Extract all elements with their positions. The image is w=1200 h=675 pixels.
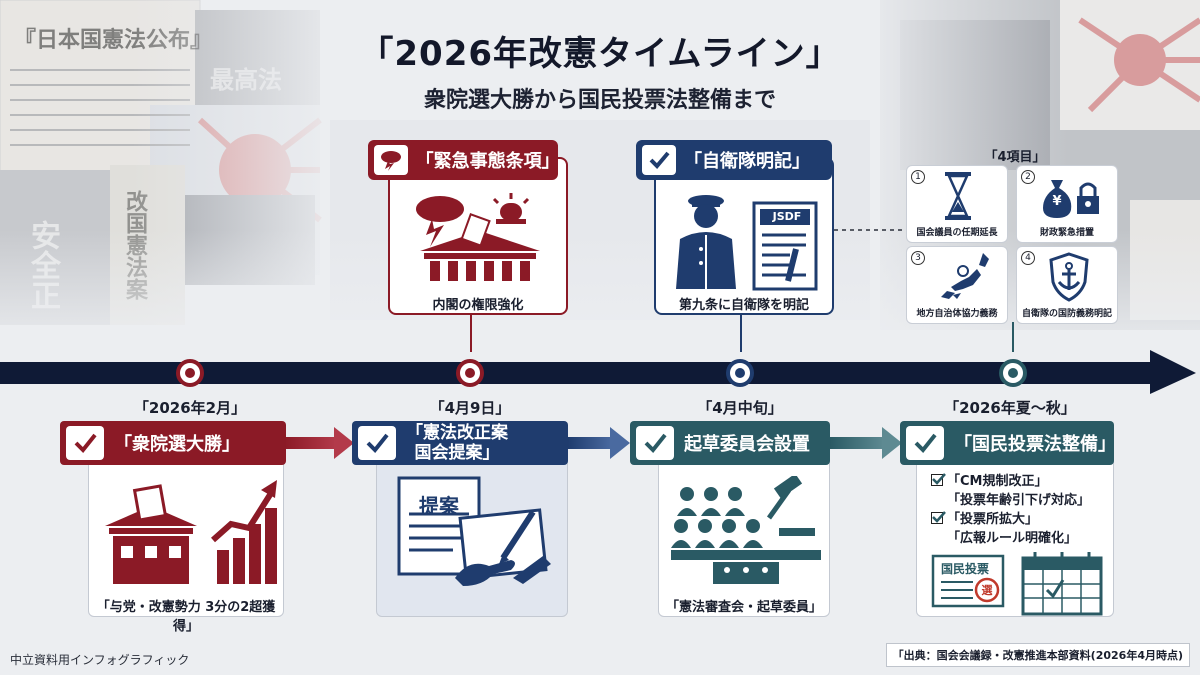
bg-poster-text: 安全正 (25, 220, 60, 310)
four-item-4: 4 自衛隊の国防義務明記 (1016, 246, 1118, 324)
four-item-3-number: 3 (911, 251, 925, 265)
moneybag-lock-icon (1043, 180, 1099, 218)
step2-header: 「憲法改正案 国会提案」 (352, 421, 568, 465)
japan-map-icon (941, 253, 989, 299)
bg-column-text: 改国憲法案 (122, 190, 147, 300)
hourglass-icon (945, 172, 971, 220)
timeline-arrow (0, 350, 1196, 394)
timeline-marker-1 (176, 359, 204, 387)
four-item-4-number: 4 (1021, 251, 1035, 265)
checkbox-icon (931, 473, 946, 486)
step4-title: 「国民投票法整備」 (954, 434, 1116, 455)
step2-title-line2: 国会提案」 (414, 443, 500, 463)
timeline-marker-4 (999, 359, 1027, 387)
footer-note: 中立資料用インフォグラフィック (10, 653, 190, 667)
sdf-header: 「自衛隊明記」 (636, 140, 832, 180)
check-icon (906, 426, 944, 460)
ballot-label: 国民投票 (940, 562, 989, 576)
step1-title: 「衆院選大勝」 (114, 434, 240, 455)
four-item-3: 3 地方自治体協力義務 (906, 246, 1008, 324)
connector-card3 (1012, 322, 1014, 352)
connector-card1 (470, 315, 472, 352)
proposal-label: 提案 (419, 494, 459, 518)
four-item-4-caption: 自衛隊の国防義務明記 (1021, 309, 1112, 319)
check-icon (642, 145, 676, 175)
source-note: 「出典：国会会議録・改憲推進本部資料(2026年4月時点) (885, 643, 1190, 667)
sdf-illustration (676, 195, 818, 291)
sdf-card: JSDF 第九条に自衛隊を明記 (654, 157, 834, 315)
check-icon (636, 426, 674, 460)
check-icon (358, 426, 396, 460)
checklist-item-1: 「CM規制改正」 (931, 470, 1047, 489)
sdf-caption: 第九条に自衛隊を明記 (678, 298, 809, 313)
ballot-chart-illustration (105, 480, 277, 584)
step1-caption: 「与党・改憲勢力 3分の2超獲得」 (96, 600, 276, 634)
storm-icon (374, 145, 408, 175)
emergency-clause-title: 「緊急事態条項」 (415, 151, 560, 172)
connector-dashed-line (834, 229, 904, 231)
flow-arrow-2 (568, 427, 630, 459)
page-subtitle: 衆院選大勝から国民投票法整備まで (423, 88, 776, 113)
checklist-item-3: 「投票所拡大」 (931, 508, 1038, 527)
date-4: 「2026年夏〜秋」 (944, 399, 1076, 417)
flow-arrow-3 (830, 427, 902, 459)
date-3: 「4月中旬」 (697, 399, 783, 417)
step3-card: 「憲法審査会・起草委員」 (658, 445, 830, 617)
four-item-1: 1 国会議員の任期延長 (906, 165, 1008, 243)
date-1: 「2026年2月」 (133, 399, 247, 417)
proposal-document-illustration (397, 476, 551, 586)
cabinet-storm-illustration (416, 193, 540, 281)
step1-card: 「与党・改憲勢力 3分の2超獲得」 (88, 445, 284, 634)
timeline-marker-2 (456, 359, 484, 387)
date-2: 「4月9日」 (429, 399, 511, 417)
four-item-1-number: 1 (911, 170, 925, 184)
four-item-3-caption: 地方自治体協力義務 (916, 309, 998, 319)
step1-header: 「衆院選大勝」 (60, 421, 286, 465)
step4-header: 「国民投票法整備」 (900, 421, 1116, 465)
flow-arrow-1 (284, 427, 354, 459)
page-title: 「2026年改憲タイムライン」 (359, 34, 841, 74)
checklist-item-4: 「広報ルール明確化」 (947, 531, 1078, 546)
checkbox-icon (931, 511, 946, 524)
connector-card2 (740, 315, 742, 352)
ballot-calendar-illustration (931, 552, 1103, 616)
emergency-clause-caption: 内閣の権限強化 (432, 298, 524, 313)
step3-title: 起草委員会設置 (684, 434, 810, 455)
four-items-title: 「4項目」 (984, 150, 1046, 165)
timeline-marker-3 (726, 359, 754, 387)
four-item-2: 2 ¥ 財政緊急措置 (1016, 165, 1118, 243)
four-item-2-number: 2 (1021, 170, 1035, 184)
checklist-item-2: 「投票年齢引下げ対応」 (947, 493, 1091, 508)
ballot-stamp: 選 (981, 584, 993, 597)
emergency-clause-header: 「緊急事態条項」 (368, 140, 560, 180)
yen-symbol: ¥ (1052, 194, 1062, 209)
step3-header: 起草委員会設置 (630, 421, 830, 465)
emergency-clause-card: 内閣の権限強化 (388, 157, 568, 315)
check-icon (66, 426, 104, 460)
sdf-title: 「自衛隊明記」 (684, 151, 810, 172)
anchor-shield-icon (1049, 252, 1089, 302)
step4-card: 「CM規制改正」 「投票年齢引下げ対応」 「投票所拡大」 「広報ルール明確化」 … (916, 445, 1114, 617)
committee-illustration (671, 476, 821, 584)
step3-caption: 「憲法審査会・起草委員」 (665, 600, 822, 615)
step2-card: 提案 (376, 445, 568, 617)
step2-title-line1: 「憲法改正案 (406, 423, 508, 443)
four-item-2-caption: 財政緊急措置 (1039, 228, 1094, 238)
jsdf-label: JSDF (772, 210, 802, 223)
four-item-1-caption: 国会議員の任期延長 (916, 228, 998, 238)
